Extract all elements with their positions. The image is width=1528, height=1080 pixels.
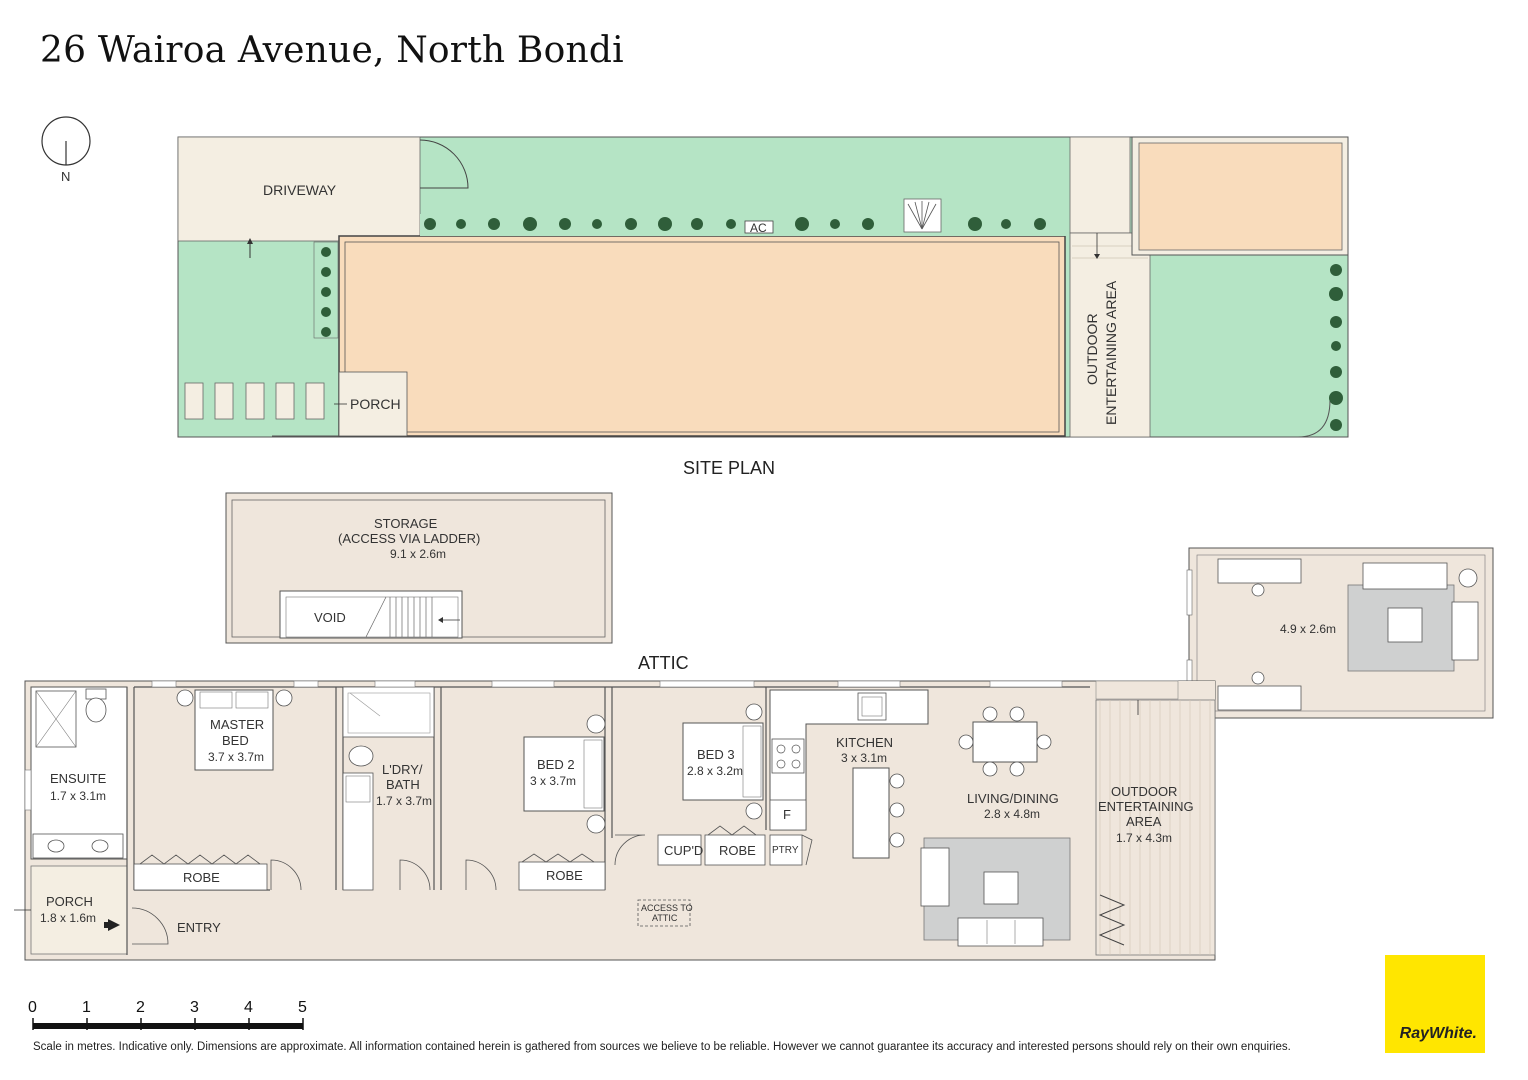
studio-plan: 4.9 x 2.6m — [1186, 547, 1494, 719]
windows — [24, 680, 1063, 811]
attic-access-hatch — [637, 899, 691, 927]
scale-bar: 0 1 2 3 4 5 — [28, 999, 307, 1030]
living-label: LIVING/DINING — [967, 791, 1059, 806]
entry-label: ENTRY — [177, 920, 221, 935]
outdoor-label-2: ENTERTAINING — [1098, 799, 1194, 814]
storage-label-2: (ACCESS VIA LADDER) — [338, 531, 480, 546]
laundry-size: 1.7 x 3.7m — [376, 794, 432, 808]
bed3-robe-label: ROBE — [719, 843, 756, 858]
site-plan-heading: SITE PLAN — [683, 458, 775, 478]
property-title: 26 Wairoa Avenue, North Bondi — [40, 30, 624, 71]
scale-tick-5: 5 — [298, 999, 307, 1016]
cupboard — [657, 834, 702, 866]
porch-label: PORCH — [46, 894, 93, 909]
pantry-label: PTRY — [772, 845, 799, 856]
attic-plan: STORAGE (ACCESS VIA LADDER) 9.1 x 2.6m V… — [225, 492, 613, 644]
ac-unit-label: AC — [750, 221, 767, 235]
bed2-robe — [518, 861, 606, 891]
compass-label: N — [61, 169, 70, 184]
fridge-label: F — [783, 807, 791, 822]
north-compass-icon: N — [41, 116, 91, 184]
master-label-2: BED — [222, 733, 249, 748]
storage-label-1: STORAGE — [374, 516, 438, 531]
site-porch — [338, 371, 408, 437]
ground-floor-plan — [14, 680, 1216, 961]
outdoor-deck — [1095, 699, 1216, 956]
porch-room — [30, 865, 128, 955]
attic-heading: ATTIC — [638, 653, 689, 673]
scale-tick-4: 4 — [244, 999, 253, 1016]
main-building — [338, 235, 1066, 437]
outdoor-label-1: OUTDOOR — [1111, 784, 1177, 799]
bed2-label: BED 2 — [537, 757, 575, 772]
bed3-size: 2.8 x 3.2m — [687, 764, 743, 778]
void-label: VOID — [314, 610, 346, 625]
driveway-label: DRIVEWAY — [263, 182, 337, 198]
coffee-table — [983, 871, 1019, 905]
studio-sofa — [1362, 562, 1448, 590]
living-sofa — [957, 917, 1044, 947]
master-size: 3.7 x 3.7m — [208, 750, 264, 764]
studio-table — [1387, 607, 1423, 643]
driveway-area — [177, 136, 421, 242]
living-armchair — [920, 847, 950, 907]
master-robe — [133, 863, 268, 891]
bed2-robe-label: ROBE — [546, 868, 583, 883]
laundry-label-1: L'DRY/ — [382, 762, 423, 777]
ensuite-label: ENSUITE — [50, 771, 107, 786]
outdoor-label-3: AREA — [1126, 814, 1162, 829]
kitchen-size: 3 x 3.1m — [841, 751, 887, 765]
scale-tick-0: 0 — [28, 999, 37, 1016]
attic-access-label-1: ACCESS TO — [641, 903, 693, 913]
studio-armchair — [1451, 601, 1479, 661]
paver-stones — [184, 382, 325, 420]
bed3-label: BED 3 — [697, 747, 735, 762]
site-porch-label: PORCH — [350, 396, 401, 412]
scale-tick-3: 3 — [190, 999, 199, 1016]
storage-size: 9.1 x 2.6m — [390, 547, 446, 561]
dining-table — [972, 721, 1038, 763]
attic-access-label-2: ATTIC — [652, 913, 678, 923]
disclaimer-text: Scale in metres. Indicative only. Dimens… — [33, 1041, 1291, 1053]
kitchen-island — [852, 767, 890, 859]
ensuite-size: 1.7 x 3.1m — [50, 789, 106, 803]
outdoor-size: 1.7 x 4.3m — [1116, 831, 1172, 845]
master-robe-label: ROBE — [183, 870, 220, 885]
brand-name: RayWhite. — [1399, 1025, 1477, 1042]
site-outdoor-label-2: ENTERTAINING AREA — [1103, 280, 1119, 425]
scale-tick-2: 2 — [136, 999, 145, 1016]
studio-size: 4.9 x 2.6m — [1280, 622, 1336, 636]
studio-building — [1138, 142, 1343, 251]
laundry-label-2: BATH — [386, 777, 420, 792]
kitchen-bench — [769, 689, 929, 866]
site-plan: AC OUTDOOR ENTERTAINING AREA DRIVEWAY PO… — [177, 136, 1349, 438]
bed3-robe — [704, 834, 766, 866]
bed2-size: 3 x 3.7m — [530, 774, 576, 788]
master-label-1: MASTER — [210, 717, 264, 732]
site-outdoor-label-1: OUTDOOR — [1084, 313, 1100, 385]
living-size: 2.8 x 4.8m — [984, 807, 1040, 821]
scale-tick-1: 1 — [82, 999, 91, 1016]
site-outdoor-area — [1069, 232, 1151, 438]
kitchen-label: KITCHEN — [836, 735, 893, 750]
porch-size: 1.8 x 1.6m — [40, 911, 96, 925]
raywhite-logo: RayWhite. — [1385, 955, 1485, 1053]
cupboard-label: CUP'D — [664, 843, 703, 858]
hedge-shrubs — [424, 217, 1046, 231]
